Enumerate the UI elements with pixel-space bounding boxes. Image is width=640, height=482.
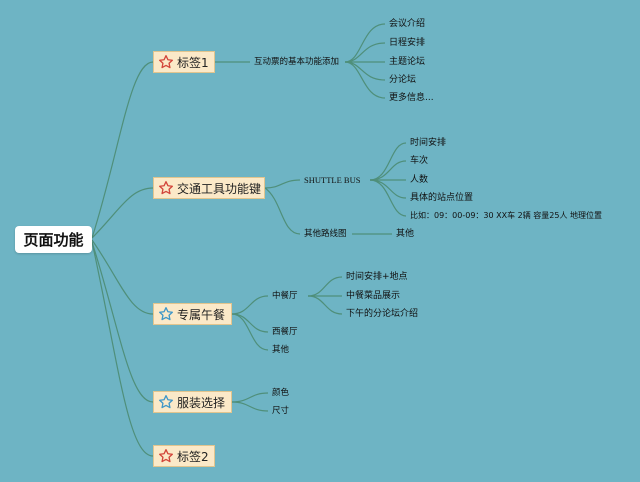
leaf-node[interactable]: 主题论坛 <box>389 57 426 67</box>
connector-b3-sub2 <box>231 313 269 333</box>
sub-node[interactable]: SHUTTLE BUS <box>304 175 361 185</box>
sub-node[interactable]: 其他 <box>272 345 290 355</box>
star-outline-red-icon <box>158 448 174 464</box>
connector-root-b1 <box>91 61 154 239</box>
star-outline-red-icon <box>158 180 174 196</box>
sub-node[interactable]: 西餐厅 <box>272 327 298 337</box>
connector-b2-leaf5 <box>369 179 407 217</box>
leaf-node[interactable]: 车次 <box>410 156 429 166</box>
sub-node[interactable]: 中餐厅 <box>272 291 298 301</box>
connector-b3-leaf3 <box>307 295 343 315</box>
sub-node[interactable]: 其他路线图 <box>304 229 347 239</box>
connector-b3-sub1 <box>231 295 269 315</box>
branch-label: 专属午餐 <box>177 307 226 322</box>
connector-root-b5 <box>91 241 154 457</box>
connector-b3-sub3 <box>231 313 269 351</box>
connector-b1-leaf2 <box>344 42 386 63</box>
leaf-node[interactable]: 具体的站点位置 <box>410 193 474 203</box>
connector-b4-sub2 <box>231 401 269 412</box>
branch-node-4[interactable]: 服装选择 <box>153 391 232 413</box>
sub-node[interactable]: 尺寸 <box>272 406 290 416</box>
branch-label: 标签2 <box>177 449 209 464</box>
leaf-node[interactable]: 人数 <box>410 175 429 185</box>
root-label: 页面功能 <box>23 231 84 249</box>
leaf-node[interactable]: 会议介绍 <box>389 19 426 29</box>
leaf-node[interactable]: 时间安排+地点 <box>346 272 408 282</box>
connector-b1-leaf1 <box>344 23 386 63</box>
leaf-node[interactable]: 其他 <box>396 229 415 239</box>
connector-b2-sub1 <box>264 179 301 189</box>
star-outline-blue-icon <box>158 306 174 322</box>
connector-root-b2 <box>91 187 154 239</box>
branch-node-3[interactable]: 专属午餐 <box>153 303 232 325</box>
connector-b1-leaf5 <box>344 61 386 99</box>
connector-root-b3 <box>91 239 154 315</box>
root-node[interactable]: 页面功能 <box>15 226 92 253</box>
leaf-node[interactable]: 时间安排 <box>410 138 447 148</box>
connector-b2-sub2 <box>264 187 301 235</box>
connector-b4-sub1 <box>231 392 269 403</box>
branch-label: 标签1 <box>177 55 209 70</box>
leaf-node[interactable]: 更多信息... <box>389 93 434 103</box>
leaf-node[interactable]: 下午的分论坛介绍 <box>346 309 419 319</box>
leaf-node[interactable]: 日程安排 <box>389 38 426 48</box>
sub-node[interactable]: 颜色 <box>272 388 290 398</box>
branch-node-1[interactable]: 标签1 <box>153 51 215 73</box>
branch-label: 服装选择 <box>177 395 226 410</box>
branch-label: 交通工具功能键 <box>177 181 262 196</box>
sub-node[interactable]: 互动票的基本功能添加 <box>254 57 340 67</box>
leaf-node[interactable]: 分论坛 <box>389 75 417 85</box>
branch-node-5[interactable]: 标签2 <box>153 445 215 467</box>
branch-node-2[interactable]: 交通工具功能键 <box>153 177 265 199</box>
leaf-node[interactable]: 中餐菜品展示 <box>346 291 401 301</box>
connector-root-b4 <box>91 241 154 403</box>
star-outline-blue-icon <box>158 394 174 410</box>
leaf-node[interactable]: 比如：09：00-09：30 XX车 2辆 容量25人 地理位置 <box>410 211 603 220</box>
connector-b1-leaf4 <box>344 61 386 81</box>
connector-b3-leaf1 <box>307 276 343 297</box>
star-outline-red-icon <box>158 54 174 70</box>
